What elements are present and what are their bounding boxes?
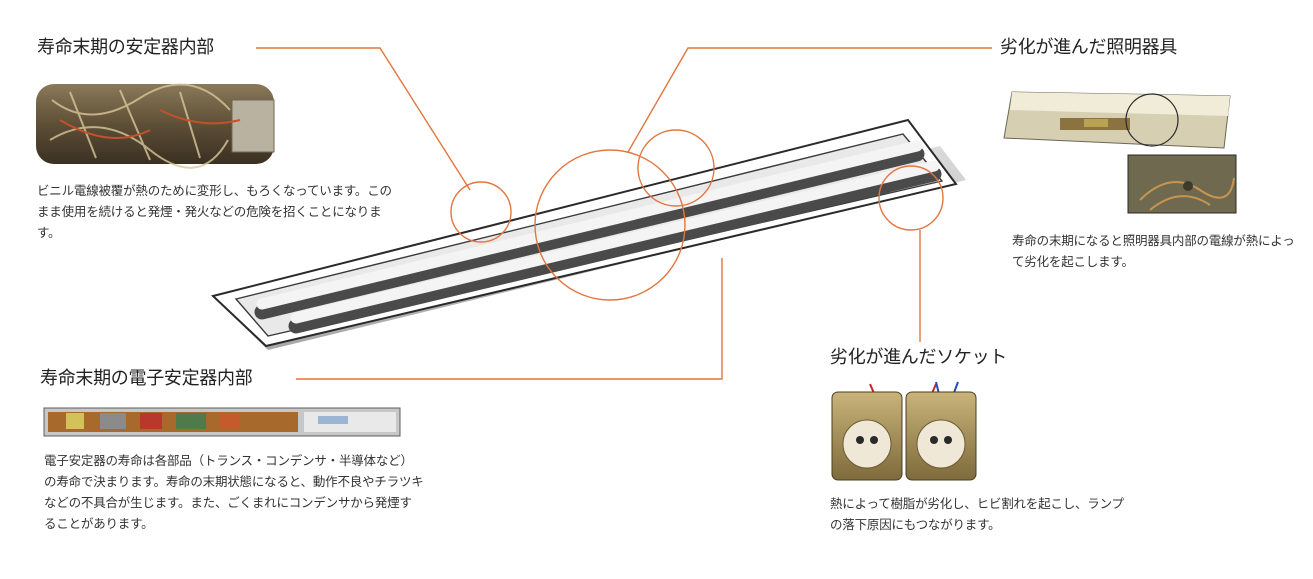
- photo-old-fixture: [1003, 91, 1237, 214]
- lamp-back: [256, 140, 923, 310]
- heading-electronic-ballast: 寿命末期の電子安定器内部: [40, 368, 253, 389]
- photo-electronic-ballast: [43, 407, 401, 437]
- heading-socket-old: 劣化が進んだソケット: [830, 347, 1007, 368]
- leader-ballast-old: [256, 47, 471, 191]
- fluorescent-fixture: [210, 118, 966, 350]
- heading-fixture-old: 劣化が進んだ照明器具: [1000, 37, 1177, 58]
- desc-fixture-old: 寿命の末期になると照明器具内部の電線が熱によって劣化を起こします。: [1012, 233, 1295, 269]
- lamp-front: [290, 160, 940, 324]
- desc-ballast-old: ビニル電線被覆が熱のために変形し、もろくなっています。このまま使用を続けると発煙…: [37, 183, 392, 240]
- callout-circle-socket: [878, 165, 944, 231]
- callouts: [256, 47, 992, 380]
- heading-ballast-old: 寿命末期の安定器内部: [37, 37, 214, 58]
- lamp-back-shadow: [254, 146, 925, 320]
- desc-socket-old: 熱によって樹脂が劣化し、ヒビ割れを起こし、ランプの落下原因にもつながります。: [830, 496, 1124, 532]
- callout-circle-fixture-large: [534, 149, 686, 301]
- desc-electronic-ballast: 電子安定器の寿命は各部品（トランス・コンデンサ・半導体など）の寿命で決まります。…: [44, 453, 424, 531]
- leader-electronic-ballast: [296, 258, 723, 380]
- callout-circle-fixture-small: [637, 129, 715, 207]
- leader-fixture-old: [627, 47, 992, 153]
- photo-old-ballast: [36, 83, 275, 169]
- photo-old-sockets: [831, 381, 977, 481]
- lamp-front-shadow: [288, 166, 942, 334]
- callout-circle-ballast-old: [450, 181, 512, 243]
- photo-old-fixture-zoom: [1127, 154, 1237, 214]
